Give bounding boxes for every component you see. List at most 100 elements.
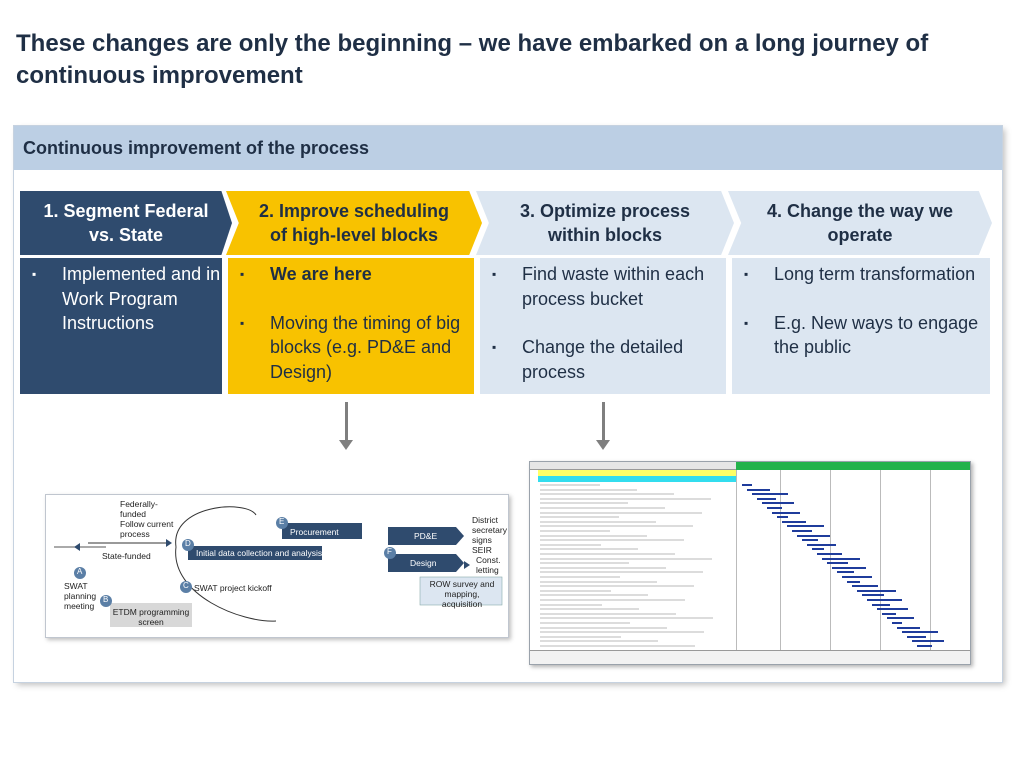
gantt-highlight-row	[538, 476, 736, 482]
gantt-row	[540, 612, 676, 615]
gantt-bar	[757, 497, 776, 500]
improvement-panel: Continuous improvement of the process 1.…	[14, 126, 1002, 682]
gantt-bar	[877, 608, 908, 611]
detail-text: Moving the timing of big blocks (e.g. PD…	[270, 312, 461, 382]
gantt-divider	[930, 470, 931, 650]
gantt-bar	[912, 640, 944, 643]
gantt-bar	[767, 507, 782, 509]
page-title: These changes are only the beginning – w…	[16, 30, 929, 89]
step-3-title-line2: within blocks	[547, 225, 662, 245]
detail-item: ▪ Implemented and in Work Program Instru…	[20, 262, 222, 336]
gantt-bar	[887, 617, 914, 620]
step-2-title-line1: 2. Improve scheduling	[258, 201, 450, 221]
step-4-title-line2: operate	[827, 225, 893, 245]
gantt-row	[540, 594, 648, 597]
step-2-chevron: 2. Improve scheduling of high-level bloc…	[226, 191, 482, 255]
detail-item: ▪ Moving the timing of big blocks (e.g. …	[228, 311, 474, 385]
gantt-bar	[852, 585, 878, 588]
gantt-row	[540, 603, 602, 606]
initial-data-label: Initial data collection and analysis	[196, 548, 323, 558]
gantt-row	[540, 539, 684, 542]
gantt-bar	[777, 516, 788, 519]
gantt-row	[540, 566, 666, 569]
detail-item: ▪ Find waste within each process bucket	[480, 262, 726, 311]
gantt-bar	[832, 566, 866, 569]
gantt-bar	[847, 580, 860, 583]
gantt-row	[540, 493, 674, 496]
gantt-bar	[747, 488, 770, 491]
design-label: Design	[410, 558, 437, 568]
detail-text: Find waste within each process bucket	[522, 264, 705, 309]
gantt-row	[540, 502, 628, 505]
gantt-bar	[772, 511, 800, 514]
gantt-row	[540, 553, 675, 555]
panel-heading: Continuous improvement of the process	[14, 126, 1002, 170]
gantt-row	[540, 576, 620, 578]
follow-current-label: Follow current process	[120, 519, 174, 539]
diagram-shapes	[54, 506, 503, 627]
gantt-bar	[742, 484, 752, 486]
gantt-row	[540, 534, 647, 537]
gantt-row	[540, 484, 600, 486]
detail-item: ▪ E.g. New ways to engage the public	[732, 311, 990, 360]
process-diagram: A B C D E F Federally-funded Follow curr…	[45, 494, 509, 638]
detail-text: Change the detailed process	[522, 337, 684, 382]
procurement-label: Procurement	[290, 527, 339, 537]
step-4-title-line1: 4. Change the way we	[766, 201, 954, 221]
marker-a: A	[77, 567, 83, 576]
federally-funded-label: Federally-funded	[120, 499, 158, 519]
gantt-bar	[857, 589, 896, 592]
gantt-row	[540, 520, 656, 523]
swat-kickoff-label: SWAT project kickoff	[194, 583, 272, 593]
bullet-icon: ▪	[744, 267, 749, 281]
step-3-title-line1: 3. Optimize process	[519, 201, 691, 221]
detail-text: E.g. New ways to engage the public	[774, 312, 979, 358]
step-3-chevron: 3. Optimize process within blocks	[476, 191, 734, 255]
gantt-bar	[752, 493, 788, 496]
gantt-bar	[882, 612, 896, 615]
step-4-details: ▪ Long term transformation ▪ E.g. New wa…	[732, 258, 990, 394]
detail-text: Implemented and in Work Program Instruct…	[62, 264, 221, 333]
gantt-row	[540, 548, 638, 551]
bullet-icon: ▪	[240, 315, 245, 330]
gantt-bar	[807, 543, 836, 546]
marker-c: C	[183, 581, 189, 590]
gantt-bar	[872, 603, 890, 606]
gantt-row	[540, 511, 702, 514]
gantt-schedule-thumbnail	[529, 461, 971, 665]
district-secretary-label: District secretary signs SEIR	[472, 515, 507, 555]
gantt-timeline-header	[736, 462, 970, 470]
gantt-bar	[762, 502, 794, 505]
marker-b: B	[103, 595, 109, 604]
detail-item: ▪ We are here	[228, 262, 474, 287]
gantt-bar	[862, 594, 884, 597]
down-arrow-icon	[339, 402, 353, 450]
gantt-divider	[830, 470, 831, 650]
detail-item: ▪ Long term transformation	[732, 262, 990, 287]
gantt-bar	[907, 635, 926, 638]
gantt-row	[540, 571, 703, 574]
down-arrow-icon	[596, 402, 610, 450]
gantt-bar	[787, 525, 824, 528]
gantt-row	[540, 617, 713, 620]
gantt-bar	[797, 534, 830, 537]
gantt-bar	[892, 622, 902, 624]
step-2-details: ▪ We are here ▪ Moving the timing of big…	[228, 258, 474, 394]
bullet-icon: ▪	[492, 340, 497, 354]
step-3-details: ▪ Find waste within each process bucket …	[480, 258, 726, 394]
bullet-icon: ▪	[240, 267, 245, 281]
bullet-icon: ▪	[744, 315, 749, 330]
gantt-bar	[827, 562, 848, 565]
gantt-row	[540, 530, 610, 532]
gantt-divider	[736, 470, 737, 650]
detail-text: Long term transformation	[774, 264, 976, 284]
bullet-icon: ▪	[492, 267, 497, 281]
gantt-bar	[917, 645, 932, 647]
marker-e: E	[279, 517, 285, 526]
gantt-bar	[822, 557, 860, 560]
gantt-row	[540, 622, 630, 624]
gantt-row	[540, 599, 685, 601]
step-1-title-line2: vs. State	[88, 225, 164, 245]
etdm-label: ETDM programming screen	[112, 607, 190, 627]
gantt-row	[540, 580, 657, 583]
